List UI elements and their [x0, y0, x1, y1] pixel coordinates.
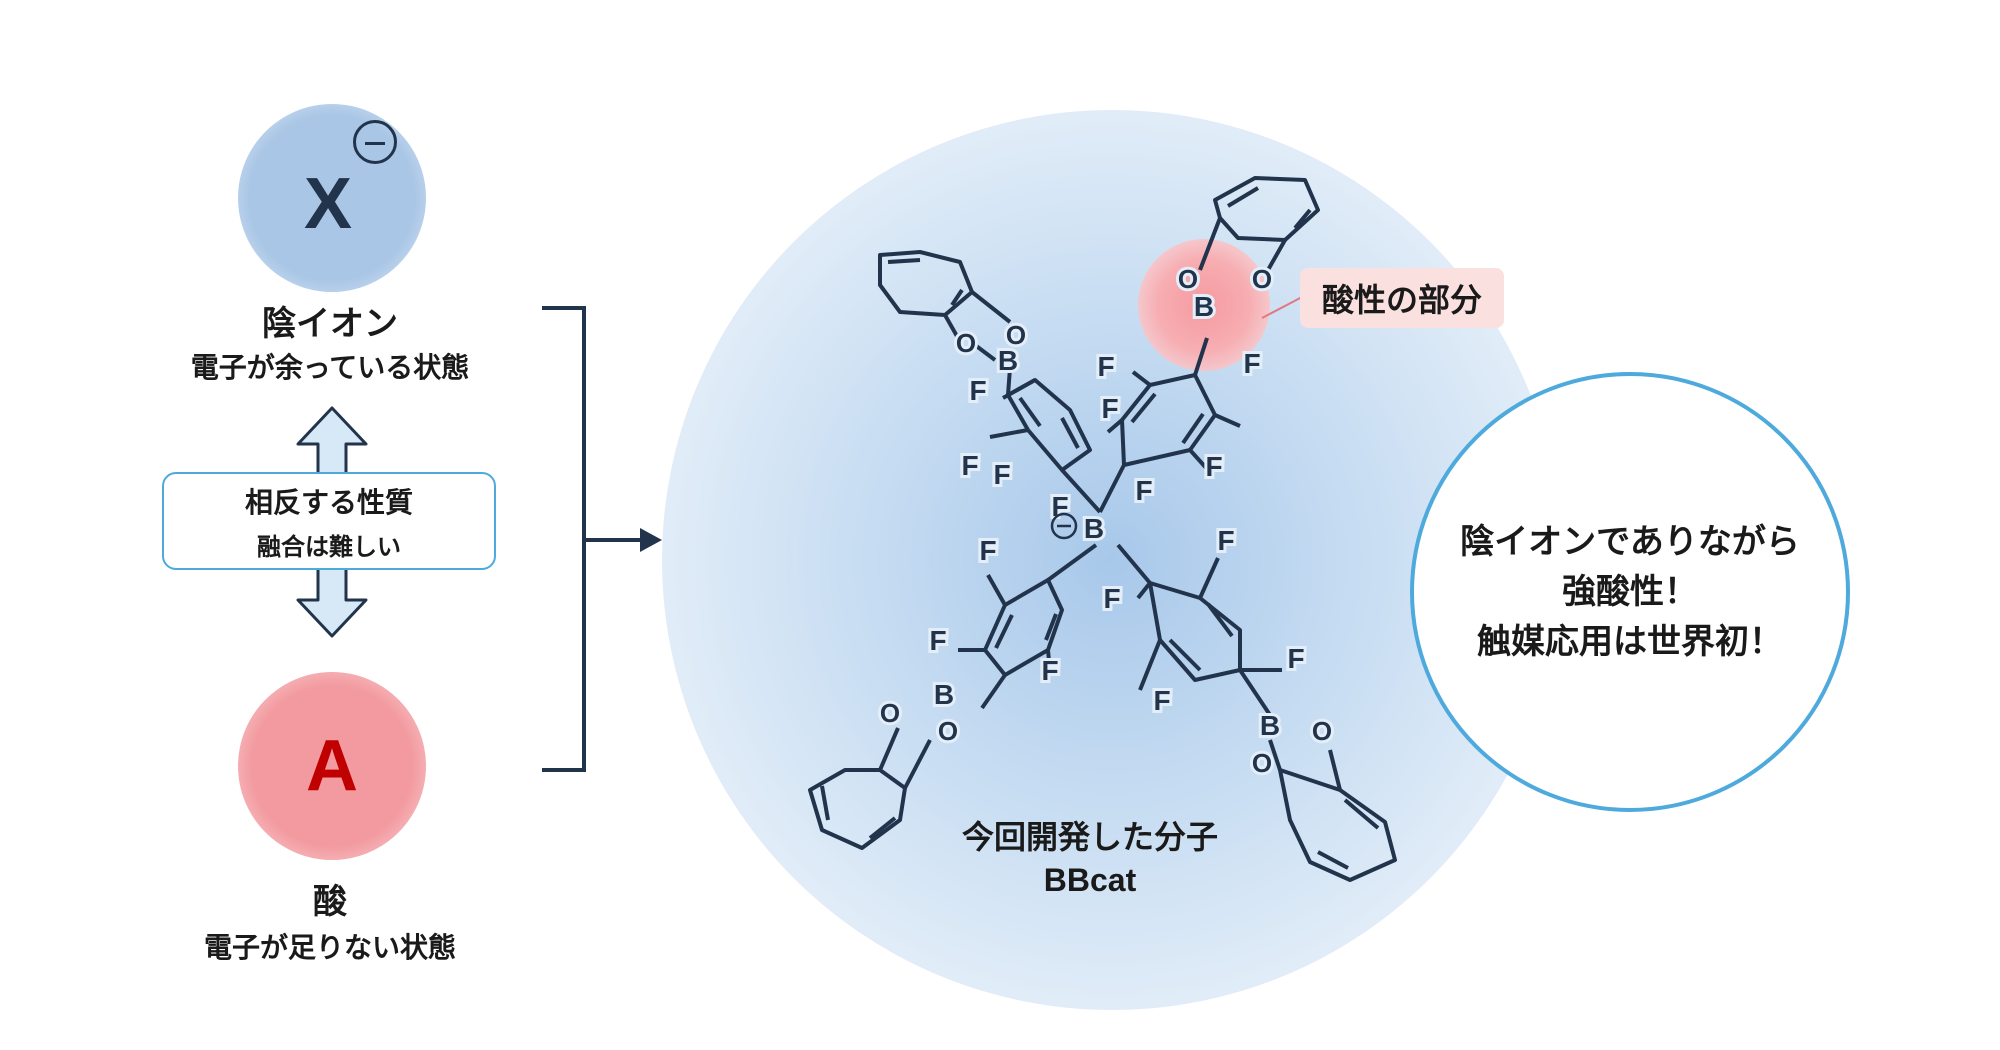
svg-text:F: F — [1153, 685, 1170, 716]
svg-text:O: O — [1178, 264, 1198, 294]
svg-text:O: O — [1252, 264, 1272, 294]
svg-text:B: B — [934, 679, 954, 710]
svg-text:B: B — [998, 345, 1018, 376]
relation-line2: 融合は難しい — [257, 532, 401, 561]
svg-text:F: F — [979, 535, 996, 566]
svg-text:F: F — [1287, 643, 1304, 674]
acid-symbol: A — [306, 726, 358, 806]
svg-text:F: F — [929, 625, 946, 656]
svg-text:O: O — [938, 716, 958, 746]
acid-title: 酸 — [313, 882, 347, 922]
anion-ball: X — [238, 104, 426, 292]
svg-text:O: O — [956, 328, 976, 358]
svg-text:B: B — [1194, 291, 1214, 322]
svg-text:F: F — [1243, 348, 1260, 379]
central-charge-icon — [1050, 512, 1078, 540]
bbcat-structure: B B O O F F F F B O O F F F F F F F F B … — [808, 176, 1397, 882]
callout-leader — [1261, 295, 1305, 319]
svg-text:F: F — [969, 375, 986, 406]
claim-line3: 触媒応用は世界初！ — [1477, 622, 1783, 662]
svg-text:O: O — [1252, 748, 1272, 778]
svg-text:F: F — [1097, 351, 1114, 382]
svg-text:F: F — [1101, 393, 1118, 424]
svg-text:F: F — [993, 459, 1010, 490]
anion-title: 陰イオン — [262, 304, 398, 344]
anion-symbol: X — [303, 164, 353, 244]
claim-circle: 陰イオンでありながら 強酸性！ 触媒応用は世界初！ — [1410, 372, 1850, 812]
svg-text:F: F — [1217, 525, 1234, 556]
acidic-site-callout: 酸性の部分 — [1300, 268, 1504, 328]
anion-charge-icon — [353, 120, 397, 164]
svg-text:F: F — [1041, 655, 1058, 686]
molecule-caption: 今回開発した分子 — [961, 818, 1218, 856]
molecule-name: BBcat — [1043, 862, 1137, 898]
acid-desc: 電子が足りない状態 — [203, 931, 456, 964]
claim-line1: 陰イオンでありながら — [1460, 522, 1800, 562]
svg-text:F: F — [1135, 475, 1152, 506]
relation-line1: 相反する性質 — [244, 485, 413, 519]
svg-text:F: F — [1103, 583, 1120, 614]
relation-box: 相反する性質 融合は難しい — [162, 472, 496, 570]
svg-text:O: O — [1312, 716, 1332, 746]
claim-line2: 強酸性！ — [1562, 572, 1698, 612]
acidic-site-highlight — [1138, 239, 1270, 371]
merge-bracket-arrow — [542, 306, 662, 772]
svg-text:B: B — [1260, 710, 1280, 741]
svg-text:F: F — [1205, 451, 1222, 482]
svg-text:F: F — [961, 450, 978, 481]
svg-text:O: O — [880, 698, 900, 728]
svg-text:O: O — [1006, 320, 1026, 350]
acid-ball: A — [238, 672, 426, 860]
anion-desc: 電子が余っている状態 — [190, 351, 470, 384]
svg-text:B: B — [1084, 513, 1104, 544]
